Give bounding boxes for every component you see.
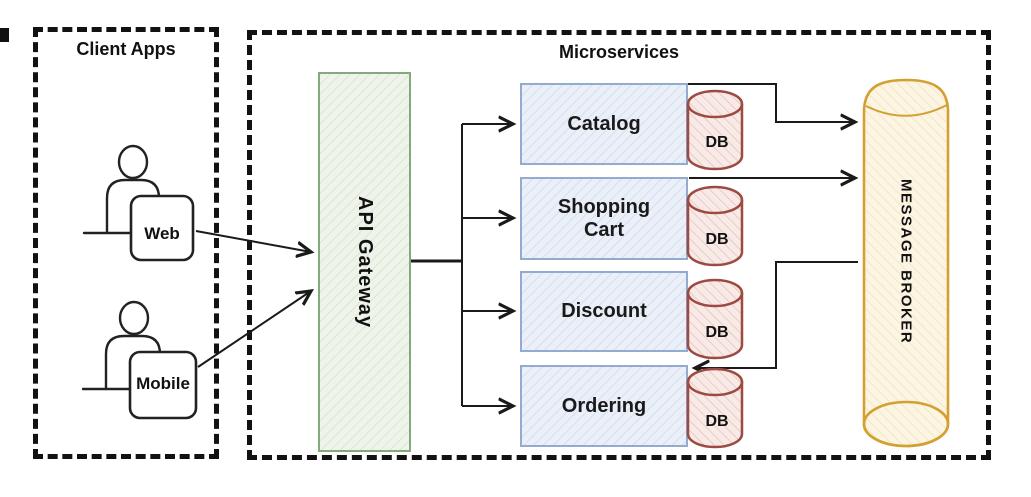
- service-node-ordering: Ordering: [520, 365, 688, 447]
- edge-artifact-mark: [0, 28, 9, 42]
- service-label-shopping-cart: Shopping Cart: [557, 195, 651, 241]
- database-icon-shopping-cart: [686, 185, 744, 267]
- arrow-broker-to-ordering: [695, 261, 858, 368]
- api-gateway-label: API Gateway: [354, 195, 376, 329]
- arrow-catalog-to-broker: [688, 83, 855, 122]
- database-icon-discount: [686, 278, 744, 360]
- service-label-catalog: Catalog: [567, 112, 641, 135]
- database-icon-catalog: [686, 89, 744, 171]
- arrow-mobile-to-gateway: [197, 291, 311, 368]
- db-label-discount: DB: [705, 324, 729, 341]
- db-label-catalog: DB: [705, 134, 729, 151]
- message-broker-cylinder: [862, 78, 950, 448]
- service-node-catalog: Catalog: [520, 83, 688, 165]
- db-label-shopping-cart: DB: [705, 231, 729, 248]
- service-node-shopping-cart: Shopping Cart: [520, 177, 688, 260]
- client-apps-title: Client Apps: [76, 39, 176, 59]
- client-apps-group-frame: Client Apps: [33, 27, 219, 459]
- service-label-ordering: Ordering: [561, 394, 647, 417]
- service-label-discount: Discount: [561, 300, 647, 322]
- web-device-label: Web: [144, 224, 180, 243]
- arrow-web-to-gateway: [195, 230, 311, 252]
- mobile-device-label: Mobile: [136, 374, 190, 393]
- microservices-title: Microservices: [558, 42, 680, 62]
- diagram-arrows: [195, 83, 858, 406]
- service-node-discount: Discount: [520, 271, 688, 352]
- mobile-device-box: [128, 350, 198, 420]
- db-label-ordering: DB: [705, 413, 729, 430]
- api-gateway-node: API Gateway: [318, 72, 411, 452]
- microservices-group-frame: Microservices: [247, 30, 991, 460]
- web-device-box: [129, 194, 195, 262]
- database-icon-ordering: [686, 367, 744, 449]
